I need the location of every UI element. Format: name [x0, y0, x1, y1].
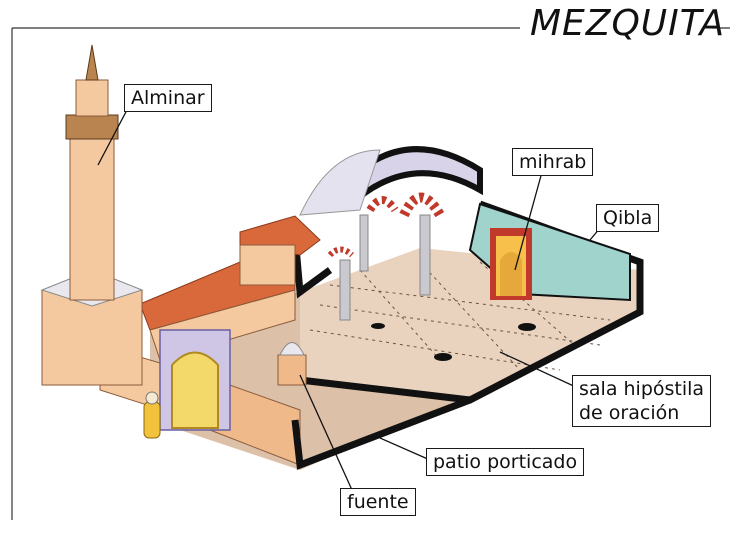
page-title: MEZQUITA [522, 4, 724, 44]
label-fuente: fuente [340, 488, 416, 516]
column-bases [371, 323, 536, 361]
minaret [40, 44, 144, 386]
label-sala-line1: sala hipóstila [579, 378, 705, 400]
entrance-gate [159, 329, 231, 431]
label-alminar: Alminar [124, 84, 212, 112]
columns [339, 214, 431, 321]
label-qibla: Qibla [596, 204, 660, 232]
person-figure [143, 391, 161, 439]
label-sala-line2: de oración [579, 402, 680, 424]
leader-lines [97, 107, 601, 491]
mihrab-niche [490, 228, 532, 300]
frame [11, 27, 730, 520]
fountain [277, 342, 307, 386]
label-mihrab: mihrab [512, 148, 594, 176]
patio-black-edge [291, 396, 472, 470]
label-sala-hipostila: sala hipóstila de oración [572, 375, 712, 427]
vault-dome [299, 149, 381, 216]
hall-block [239, 244, 296, 286]
label-patio: patio porticado [426, 448, 585, 476]
